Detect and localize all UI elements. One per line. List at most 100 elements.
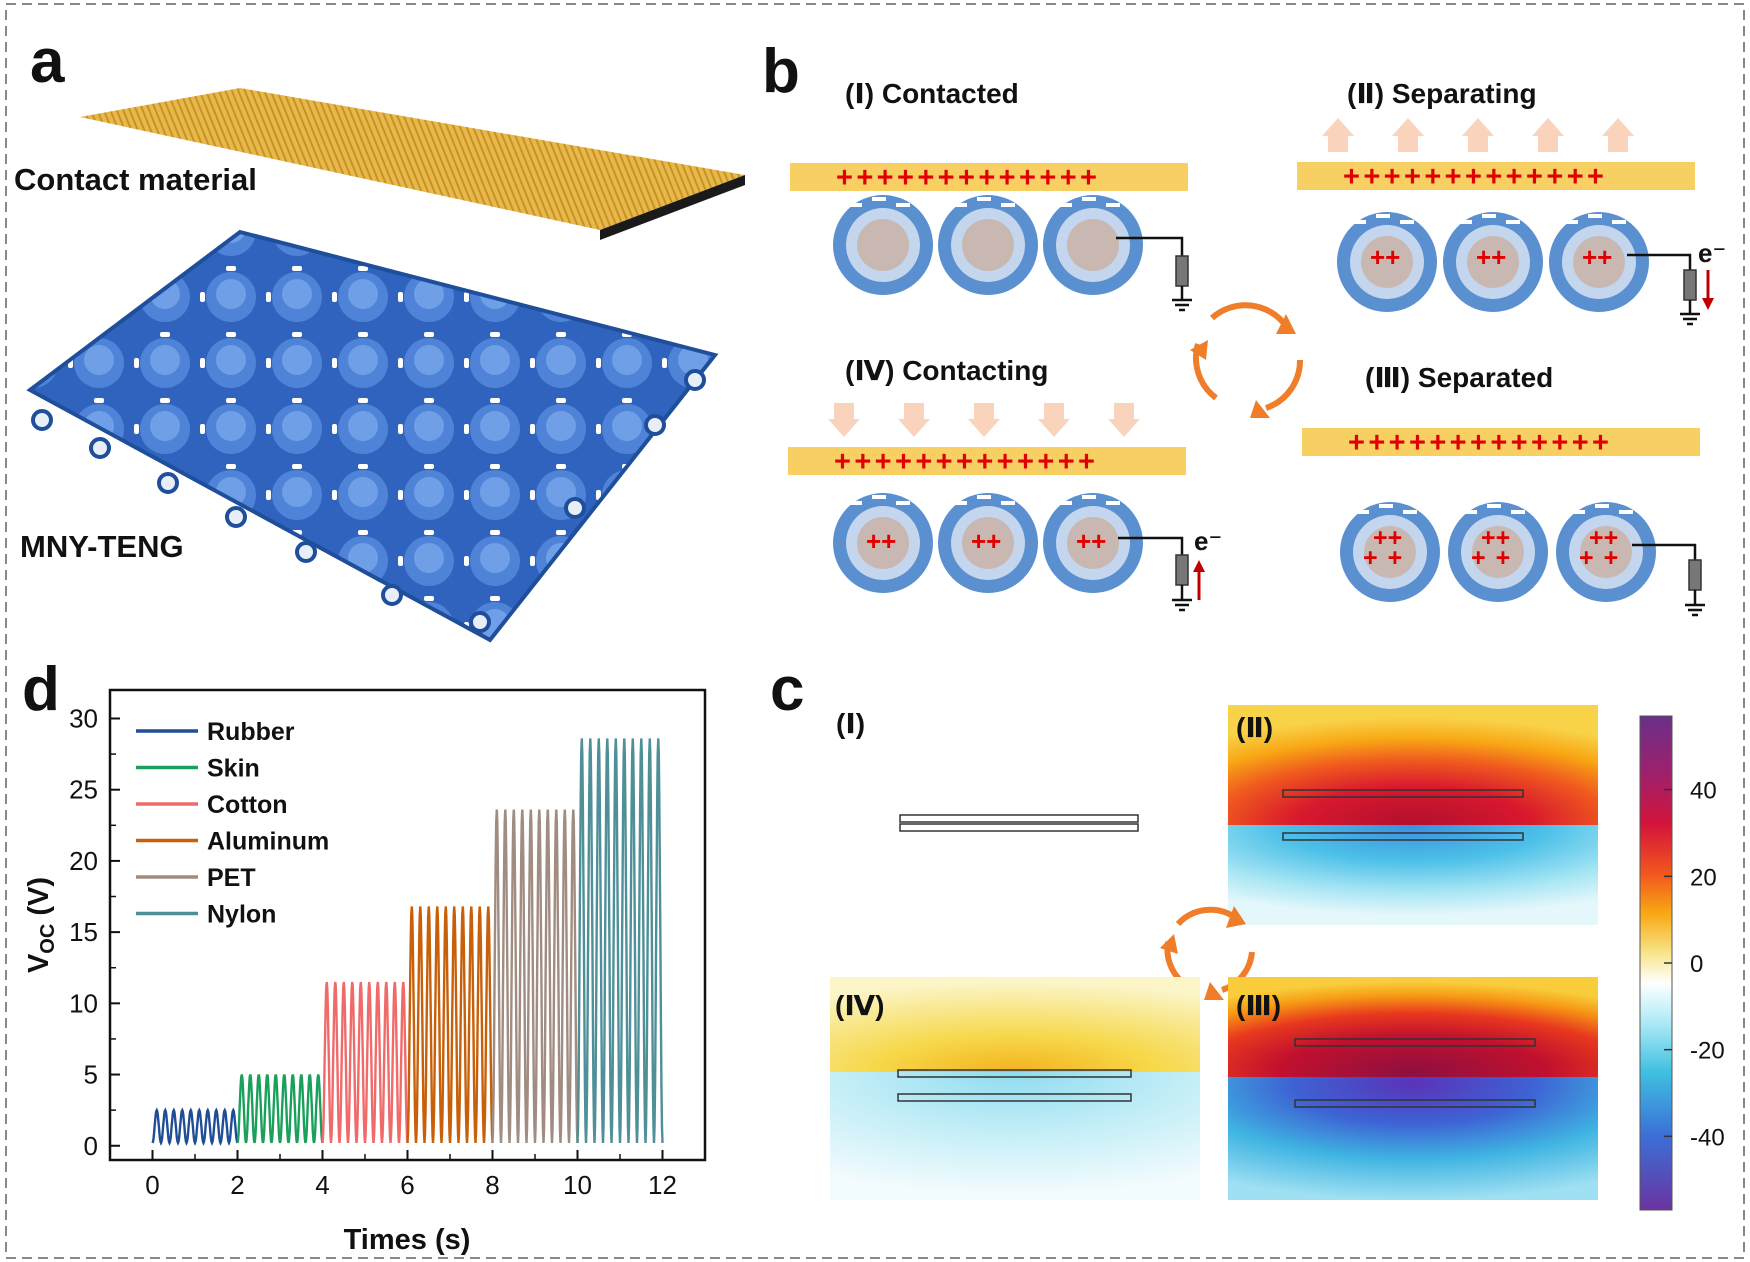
panel-b: b (Ⅰ) Contacted +++++++++++++ (Ⅱ) Separa…	[762, 37, 1726, 617]
load-resistor	[1683, 269, 1697, 301]
legend-label: Rubber	[207, 718, 295, 746]
electrode-bottom	[1294, 1099, 1536, 1108]
y-tick-label: 5	[84, 1060, 98, 1090]
mny-teng-fabric	[26, 229, 719, 643]
y-tick-label: 15	[69, 917, 98, 947]
contact-material-label: Contact material	[14, 162, 257, 197]
y-tick-label: 20	[69, 846, 98, 876]
ground-symbol	[1685, 590, 1705, 617]
electron-label: e⁻	[1698, 238, 1726, 268]
legend-label: Skin	[207, 755, 260, 783]
svg-text:++: ++	[1589, 524, 1618, 552]
state-contacted: (Ⅰ) Contacted +++++++++++++	[790, 78, 1192, 312]
ground-wire	[1627, 253, 1692, 270]
electrode-top	[1282, 789, 1524, 798]
panel-a: a Contact material MNY-TENG	[14, 27, 745, 643]
svg-text:++: ++	[1471, 544, 1520, 572]
field-label-separating: (Ⅱ)	[1236, 712, 1273, 743]
ground-symbol	[1172, 286, 1192, 312]
fiber-end	[684, 369, 706, 391]
yarn-cross-sections: ++ ++ ++ ++ ++ ++	[1340, 502, 1656, 602]
colorbar-tick-label: 20	[1690, 864, 1717, 891]
panel-letter-a: a	[30, 27, 65, 96]
yarn-cross-sections: ++ ++ ++	[833, 493, 1143, 593]
colorbar-tick-label: -20	[1690, 1038, 1725, 1065]
legend-label: Cotton	[207, 791, 288, 819]
fiber-end	[31, 409, 53, 431]
field-label-separated: (Ⅲ)	[1236, 990, 1281, 1021]
panel-letter-d: d	[22, 655, 60, 724]
field-label-contacting: (Ⅳ)	[835, 990, 884, 1021]
fiber-end	[157, 472, 179, 494]
ground-wire	[1118, 536, 1184, 555]
svg-text:++: ++	[1481, 524, 1510, 552]
svg-text:++: ++	[1076, 526, 1106, 556]
current-arrow-up	[1193, 560, 1205, 600]
y-axis-label: VOC (V)	[23, 877, 59, 973]
electron-label: e⁻	[1194, 526, 1222, 556]
figure-border	[5, 3, 1745, 1259]
field-map-separating: (Ⅱ)	[1228, 705, 1598, 925]
fiber-end	[381, 584, 403, 606]
fiber-end	[469, 611, 491, 633]
load-resistor	[1688, 559, 1702, 591]
series-line-skin	[236, 1074, 324, 1144]
field-lower	[830, 1072, 1200, 1200]
electrode-bottom	[1282, 832, 1524, 841]
svg-text:++: ++	[1370, 242, 1400, 272]
legend-label: Aluminum	[207, 828, 329, 856]
field-map-contacted: (Ⅰ)	[836, 708, 1139, 832]
contact-layer	[1297, 162, 1695, 190]
field-lower	[1228, 825, 1598, 925]
svg-text:++: ++	[1363, 544, 1412, 572]
svg-text:++: ++	[866, 526, 896, 556]
y-tick-label: 30	[69, 703, 98, 733]
contact-material-sheet	[80, 88, 745, 230]
colorbar-tick-label: 40	[1690, 778, 1717, 805]
field-lower	[1228, 1077, 1598, 1200]
series-line-pet	[491, 809, 579, 1143]
positive-charges: +++++++++++++	[1343, 161, 1607, 193]
electrode-top	[899, 814, 1139, 823]
svg-text:++: ++	[971, 526, 1001, 556]
contact-layer	[1302, 428, 1700, 456]
mny-teng-label: MNY-TENG	[20, 529, 184, 564]
series-line-cotton	[321, 981, 409, 1143]
panel-c: c (Ⅰ) (Ⅱ) (Ⅳ)	[770, 655, 1725, 1211]
state-separated: (Ⅲ) Separated +++++++++++++ ++ ++ ++ ++ …	[1302, 362, 1705, 617]
load-resistor	[1175, 554, 1189, 586]
x-tick-label: 10	[563, 1170, 592, 1200]
legend-label: Nylon	[207, 901, 276, 929]
ground-wire	[1116, 236, 1184, 256]
x-tick-label: 12	[648, 1170, 677, 1200]
chart-series-layer	[151, 738, 664, 1147]
current-arrow-down	[1702, 270, 1714, 310]
fiber-end	[225, 506, 247, 528]
contact-layer	[790, 163, 1188, 191]
cycle-arrows-c	[1160, 906, 1255, 1000]
legend-label: PET	[207, 864, 256, 892]
state-separating: (Ⅱ) Separating +++++++++++++ ++ ++ ++	[1297, 78, 1726, 326]
series-line-rubber	[151, 1107, 239, 1147]
field-label-contacted: (Ⅰ)	[836, 708, 865, 739]
x-tick-label: 4	[315, 1170, 329, 1200]
x-tick-label: 8	[485, 1170, 499, 1200]
colorbar-tick-label: 0	[1690, 951, 1703, 978]
panel-letter-b: b	[762, 37, 800, 106]
contact-material-edge	[600, 175, 745, 240]
field-upper	[830, 977, 1200, 1072]
ground-symbol	[1172, 585, 1192, 612]
state-contacting: (Ⅳ) Contacting +++++++++++++ ++ ++ ++	[788, 355, 1222, 612]
series-line-nylon	[576, 738, 664, 1143]
electrode-bottom	[897, 1093, 1132, 1102]
state-label-contacting: (Ⅳ) Contacting	[845, 355, 1048, 386]
field-map-contacting: (Ⅳ)	[830, 977, 1200, 1200]
fiber-end	[295, 541, 317, 563]
series-line-aluminum	[406, 906, 494, 1143]
yarn-cross-sections	[833, 195, 1143, 295]
load-resistor	[1175, 255, 1189, 287]
